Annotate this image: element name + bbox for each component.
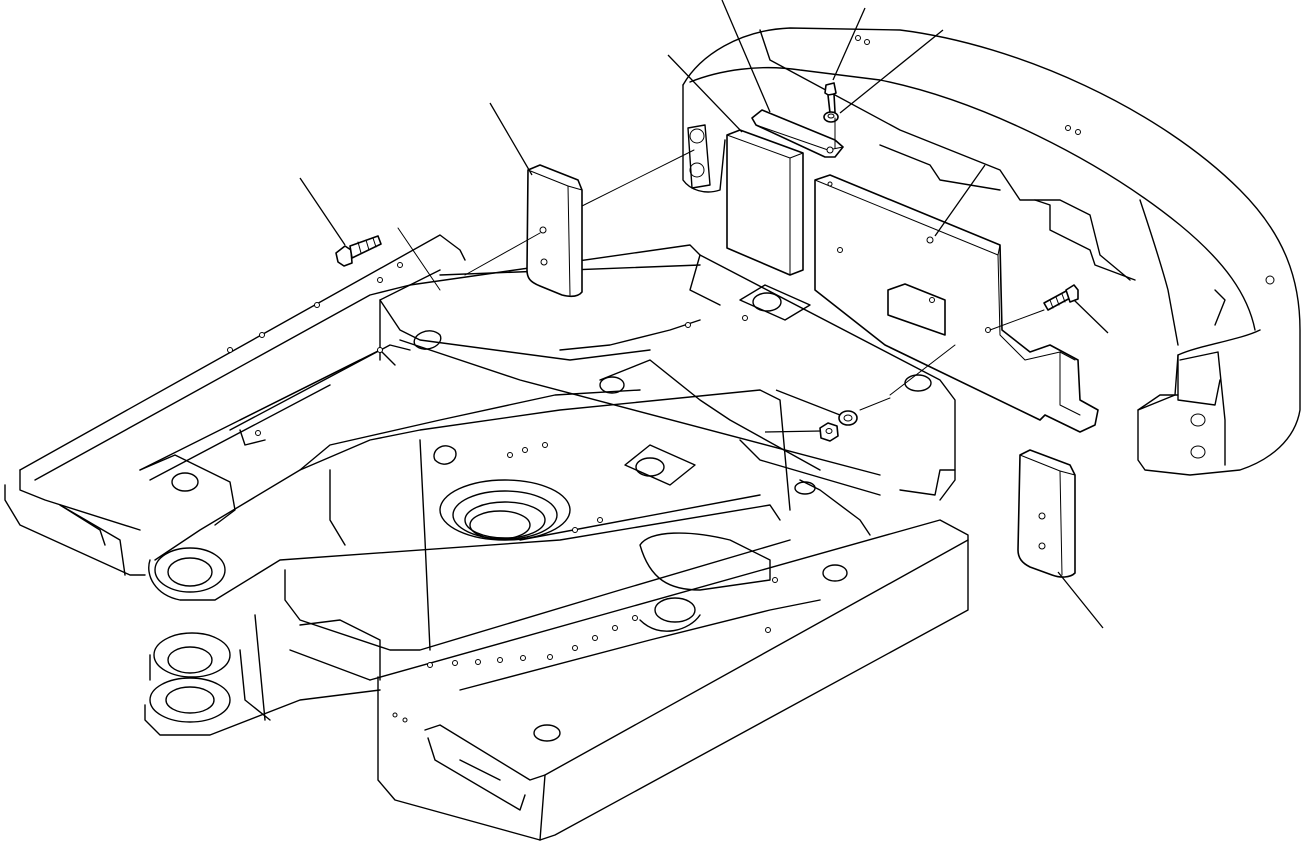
assembly-lines xyxy=(397,117,1045,411)
bolt-right xyxy=(1043,284,1079,311)
balance-weight-left xyxy=(526,164,583,298)
callout-leader xyxy=(721,0,771,113)
callout-leader xyxy=(832,7,866,81)
bolt-top xyxy=(824,82,837,114)
callout-leader xyxy=(1073,299,1109,334)
revolving-frame xyxy=(4,234,969,841)
bolt-hole-row xyxy=(427,615,638,668)
callout-leader xyxy=(299,177,346,246)
balance-weight-right xyxy=(1017,449,1076,578)
washer xyxy=(838,410,858,426)
callout-leader xyxy=(1057,571,1104,629)
callout-leader xyxy=(934,164,986,237)
nut xyxy=(819,422,839,442)
callout-leader xyxy=(764,430,822,433)
bracket-strip xyxy=(751,109,844,158)
callout-leader xyxy=(839,29,944,114)
bolt-left xyxy=(335,235,382,267)
callout-leader xyxy=(489,102,533,176)
callout-leader xyxy=(775,389,841,416)
washer-top xyxy=(823,111,839,123)
counterweight xyxy=(682,27,1301,476)
callout-leaders xyxy=(299,0,1109,629)
weight-block xyxy=(726,129,804,276)
callout-leader xyxy=(667,54,743,133)
cover-plate xyxy=(814,174,1099,433)
